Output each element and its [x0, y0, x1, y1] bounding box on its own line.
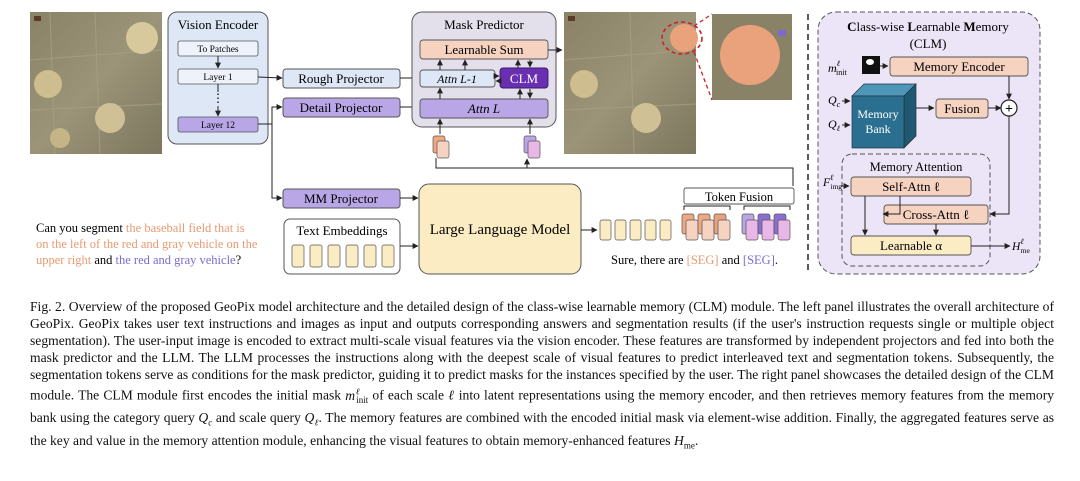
- caption-qc: Qc: [198, 410, 213, 428]
- learnable-sum-label: Learnable Sum: [444, 42, 523, 57]
- layer1-label: Layer 1: [203, 73, 233, 83]
- mask-predictor: Mask Predictor Learnable Sum Attn L-1 CL…: [411, 11, 563, 159]
- token-fusion: Token Fusion: [683, 187, 795, 205]
- encoder-arrows: [257, 74, 421, 201]
- figure-caption: Fig. 2. Overview of the proposed GeoPix …: [30, 298, 1054, 455]
- caption-text-5: . The memory features are combined with …: [30, 410, 1055, 448]
- output-tokens: [599, 205, 791, 241]
- clm-label: CLM: [510, 71, 539, 86]
- caption-ql: Qℓ: [304, 410, 319, 428]
- caption-text-6: .: [694, 432, 699, 448]
- mask-predictor-title: Mask Predictor: [444, 17, 524, 32]
- zoom-inset: [712, 14, 792, 100]
- clm-panel-title: Class-wise Learnable Memory: [847, 19, 1009, 34]
- clm-panel-subtitle: (CLM): [910, 36, 947, 51]
- attn-l-minus-1-label: Attn L-1: [436, 72, 477, 86]
- learnable-alpha-label: Learnable α: [880, 238, 942, 253]
- output-satellite-image: [563, 11, 713, 155]
- mask-thumbnail: [862, 56, 880, 74]
- architecture-figure: Vision Encoder To Patches Layer 1 ⋮ Laye…: [29, 11, 1041, 275]
- qc-symbol: Qc: [828, 93, 841, 109]
- vision-encoder-title: Vision Encoder: [178, 17, 259, 32]
- self-attn-label: Self-Attn ℓ: [882, 179, 940, 194]
- rough-projector-label: Rough Projector: [298, 71, 384, 86]
- token-fusion-label: Token Fusion: [705, 190, 774, 204]
- memory-bank-cube: Memory Bank: [851, 83, 917, 149]
- vision-encoder: Vision Encoder To Patches Layer 1 ⋮ Laye…: [167, 11, 269, 145]
- input-satellite-image: [29, 11, 163, 155]
- add-symbol: +: [1005, 102, 1013, 117]
- caption-label: Fig. 2.: [30, 299, 66, 314]
- mm-projector-label: MM Projector: [304, 191, 379, 206]
- svg-text:Sure, there are [SEG] and [SEG: Sure, there are [SEG] and [SEG].: [611, 253, 778, 267]
- to-patches-label: To Patches: [197, 45, 239, 55]
- caption-text-1: Overview of the proposed GeoPix model ar…: [30, 299, 1054, 403]
- svg-text:upper right and the red and gr: upper right and the red and gray vehicle…: [36, 253, 242, 267]
- memory-bank-label-2: Bank: [865, 122, 890, 136]
- projectors: Rough Projector Detail Projector MM Proj…: [282, 68, 401, 209]
- fusion-label: Fusion: [944, 101, 980, 116]
- caption-text-4: and scale query: [212, 410, 305, 426]
- memory-encoder-label: Memory Encoder: [913, 59, 1005, 74]
- ql-symbol: Qℓ: [828, 117, 841, 133]
- caption-text-3: into latent representations using the me…: [30, 387, 1055, 426]
- caption-ell: ℓ: [448, 387, 455, 403]
- attn-l-label: Attn L: [467, 101, 500, 116]
- text-embeddings-label: Text Embeddings: [296, 223, 387, 238]
- text-embeddings: Text Embeddings: [283, 218, 401, 275]
- svg-text:Can you segment the baseball f: Can you segment the baseball field that …: [36, 221, 245, 235]
- caption-text-2: of each scale: [368, 387, 449, 403]
- caption-hme: Hme: [673, 432, 695, 451]
- memory-bank-label-1: Memory: [857, 107, 898, 121]
- user-query: Can you segment the baseball field that …: [36, 221, 258, 267]
- memory-attention-title: Memory Attention: [870, 160, 963, 174]
- llm-label: Large Language Model: [430, 222, 571, 238]
- cross-attn-label: Cross-Attn ℓ: [903, 207, 970, 222]
- llm-block: Large Language Model: [400, 158, 794, 275]
- svg-text:on the left of the red and gra: on the left of the red and gray vehicle …: [36, 237, 258, 251]
- layer12-label: Layer 12: [201, 121, 235, 131]
- layers-ellipsis: ⋮: [212, 91, 224, 105]
- detail-projector-label: Detail Projector: [300, 100, 383, 115]
- answer-text: Sure, there are [SEG] and [SEG].: [611, 253, 778, 267]
- caption-m-init: mℓinit: [345, 386, 369, 406]
